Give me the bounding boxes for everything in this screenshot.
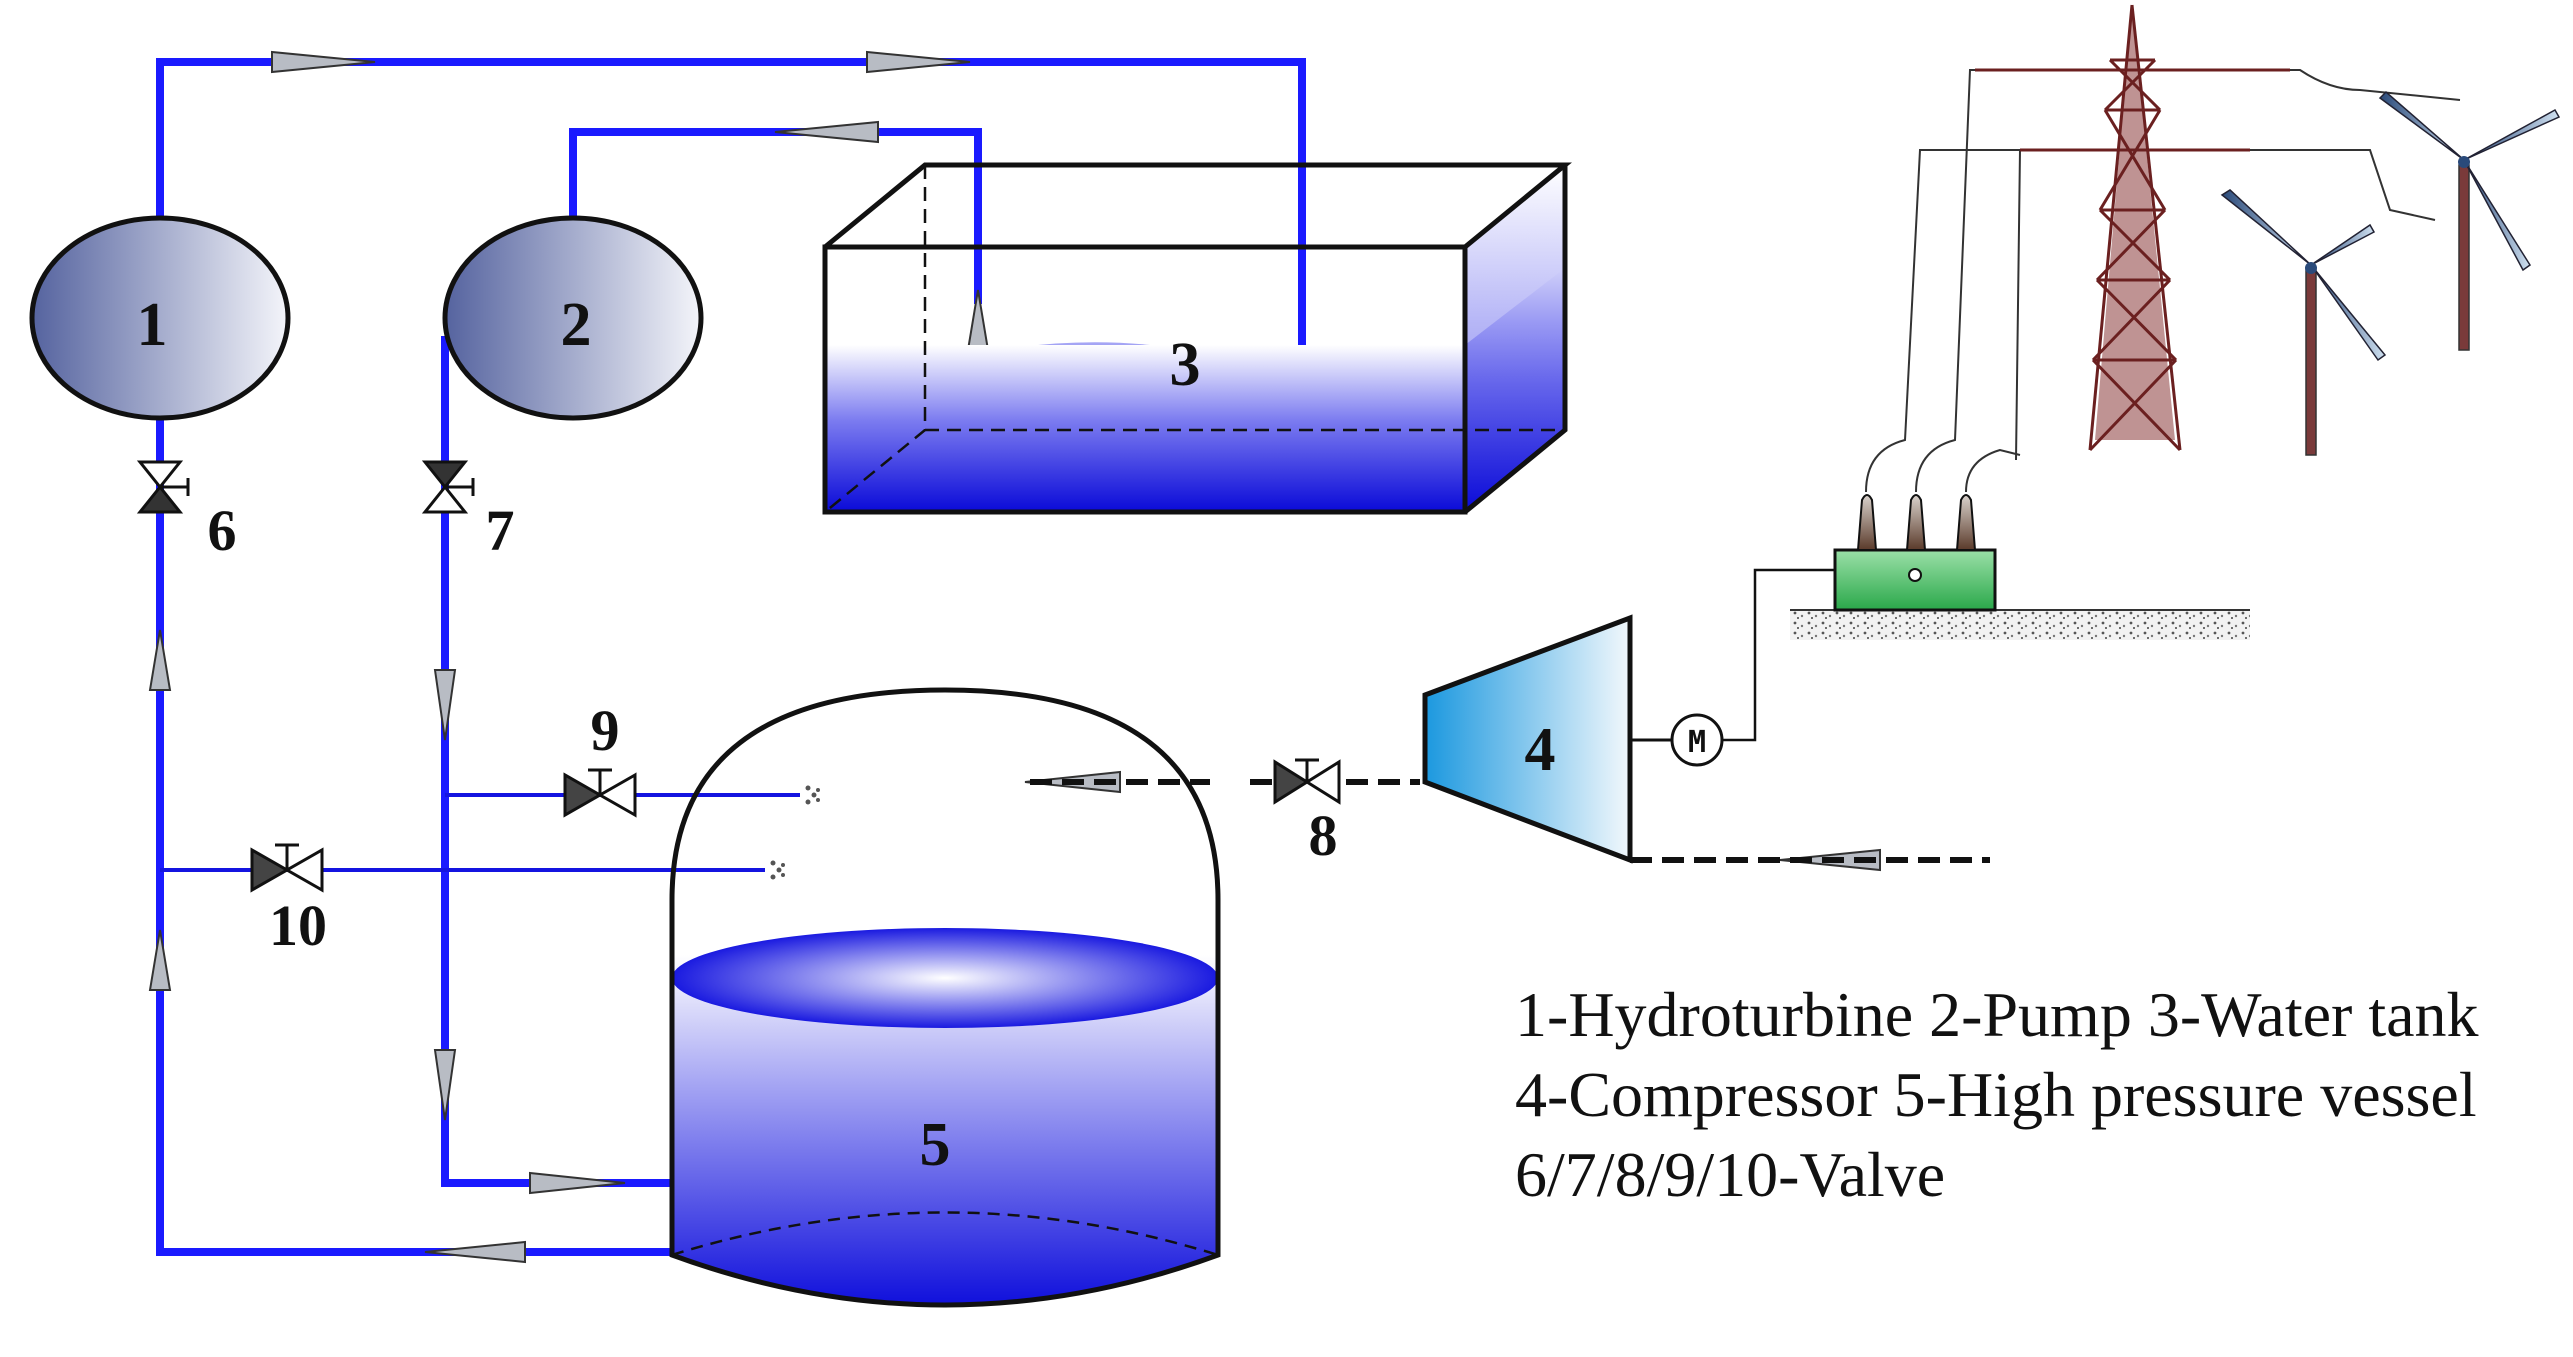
valve-9-label: 9 xyxy=(591,698,620,763)
arrow-up-icon xyxy=(148,629,172,691)
legend-line-1: 1-Hydroturbine 2-Pump 3-Water tank xyxy=(1515,979,2479,1050)
valve-8 xyxy=(1273,758,1341,805)
valve-icon xyxy=(250,847,291,893)
valve-10 xyxy=(250,843,324,893)
valve-icon xyxy=(136,484,184,514)
wind-turbine-near xyxy=(2220,189,2387,456)
arrow-down-icon xyxy=(433,1049,457,1121)
vessel-label: 5 xyxy=(920,1111,951,1179)
valve-icon xyxy=(1273,759,1310,805)
valve-icon xyxy=(283,847,324,893)
compressor: 4 xyxy=(1422,614,1633,864)
legend-line-2: 4-Compressor 5-High pressure vessel xyxy=(1515,1059,2477,1130)
transformer xyxy=(1790,494,2250,640)
pipe-turbine-down xyxy=(156,401,676,1256)
high-pressure-vessel: 5 xyxy=(669,687,1221,1308)
valve-icon xyxy=(421,460,469,490)
arrow-right-icon xyxy=(271,50,376,74)
arrow-right-icon xyxy=(866,50,971,74)
valve-9 xyxy=(563,768,637,818)
pump: 2 xyxy=(442,215,704,421)
arrow-up-icon xyxy=(148,929,172,991)
hydroturbine-label: 1 xyxy=(137,291,168,359)
water-tank: 3 xyxy=(822,162,1572,515)
valve-6-label: 6 xyxy=(208,498,237,563)
arrow-left-icon xyxy=(424,1240,526,1264)
valve-icon xyxy=(563,772,604,818)
valve-icon xyxy=(421,484,469,514)
valve-7-label: 7 xyxy=(486,498,515,563)
wind-turbine-far xyxy=(2378,90,2561,351)
pump-label: 2 xyxy=(561,291,592,359)
arrow-down-icon xyxy=(433,669,457,741)
valve-icon xyxy=(1304,759,1341,805)
valve-7 xyxy=(421,460,475,514)
valve-6 xyxy=(136,460,190,514)
valve-8-label: 8 xyxy=(1309,803,1338,868)
pipe-pump-down xyxy=(441,336,676,1187)
valve-icon xyxy=(596,772,637,818)
compressor-label: 4 xyxy=(1525,716,1556,784)
motor-label: M xyxy=(1688,725,1706,760)
hydroturbine: 1 xyxy=(29,215,291,421)
arrow-right-icon xyxy=(529,1171,626,1195)
valve-10-label: 10 xyxy=(269,893,327,958)
arrow-left-icon xyxy=(774,120,879,144)
water-tank-label: 3 xyxy=(1170,331,1201,399)
legend: 1-Hydroturbine 2-Pump 3-Water tank 4-Com… xyxy=(1515,975,2479,1215)
legend-line-3: 6/7/8/9/10-Valve xyxy=(1515,1139,1946,1210)
transmission-tower xyxy=(1975,4,2290,452)
valve-icon xyxy=(136,460,184,490)
spray-nozzles xyxy=(770,785,820,880)
arrow-up-icon xyxy=(966,289,990,351)
